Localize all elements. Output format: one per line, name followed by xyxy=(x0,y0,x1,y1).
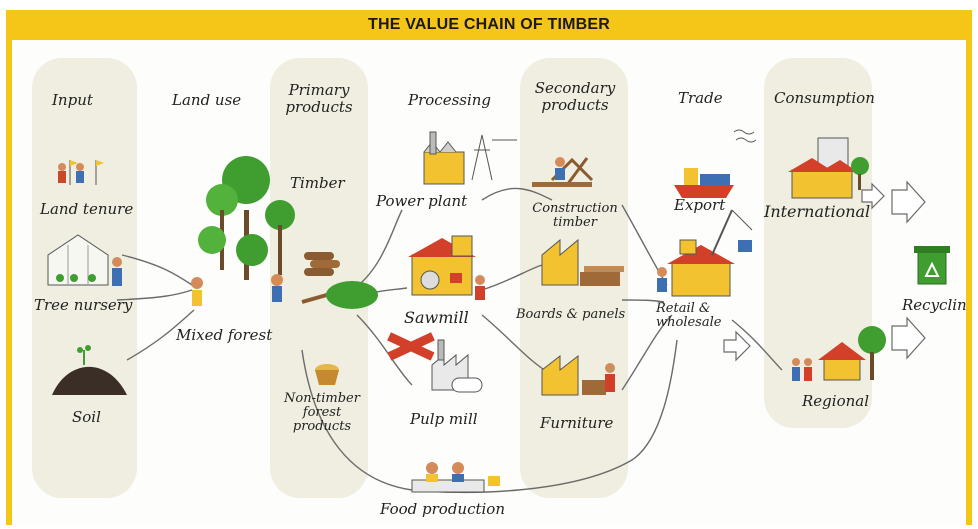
column-header-trade: Trade xyxy=(678,89,723,107)
diagram-canvas: Input Land use Primary products Processi… xyxy=(12,40,966,525)
node-power-plant: Power plant xyxy=(376,192,468,210)
node-boards-panels: Boards & panels xyxy=(516,307,626,322)
diagram-frame: THE VALUE CHAIN OF TIMBER xyxy=(6,10,972,525)
arrow-regional-recycling xyxy=(891,316,926,360)
diagram-artwork xyxy=(32,58,950,498)
furniture-factory-icon xyxy=(541,354,615,396)
node-soil: Soil xyxy=(72,408,101,426)
node-sawmill: Sawmill xyxy=(404,308,469,327)
column-header-consumption: Consumption xyxy=(774,89,875,107)
power-plant-icon xyxy=(423,131,517,185)
arrow-trade-regional xyxy=(731,319,783,371)
arrow-food-loop xyxy=(301,339,678,494)
logs-icon xyxy=(304,252,340,276)
arrow-input-forest xyxy=(121,254,193,286)
node-timber: Timber xyxy=(290,174,345,192)
arrow-soil-forest xyxy=(126,309,195,361)
cross-icon xyxy=(387,332,435,361)
forest-icon xyxy=(191,156,378,309)
node-recycling: Recycling xyxy=(902,296,966,314)
arrow-retail-regional xyxy=(723,330,751,362)
ship-icon xyxy=(674,129,757,198)
arrow-nursery-forest xyxy=(116,289,193,301)
title-bar: THE VALUE CHAIN OF TIMBER xyxy=(6,10,972,40)
node-land-tenure: Land tenure xyxy=(40,200,134,218)
node-retail-wholesale: Retail & wholesale xyxy=(656,301,722,330)
soil-mound-icon xyxy=(52,345,127,395)
big-arrows xyxy=(723,180,926,362)
city-icon xyxy=(788,137,869,199)
arrow-intl-recycling xyxy=(891,180,926,224)
node-mixed-forest: Mixed forest xyxy=(176,326,273,344)
column-header-secondary-products: Secondary products xyxy=(534,79,616,114)
crane-worker-icon xyxy=(532,157,594,187)
recycle-bin-icon xyxy=(914,246,950,285)
arrow-sec-trade2 xyxy=(621,299,665,303)
node-regional: Regional xyxy=(802,392,870,410)
house-icon xyxy=(792,326,886,381)
column-header-processing: Processing xyxy=(408,91,492,109)
node-tree-nursery: Tree nursery xyxy=(34,296,133,314)
primary-band xyxy=(270,58,368,498)
arrow-sec-trade3 xyxy=(621,314,673,391)
people-table-icon xyxy=(411,462,500,493)
greenhouse-icon xyxy=(47,234,122,286)
arrow-intl-out xyxy=(861,182,885,210)
column-header-primary-products: Primary products xyxy=(285,81,353,116)
node-export: Export xyxy=(674,196,726,214)
column-header-input: Input xyxy=(52,91,93,109)
node-construction-timber: Construction timber xyxy=(532,201,618,230)
node-food-production: Food production xyxy=(380,500,506,518)
node-furniture: Furniture xyxy=(540,414,614,432)
column-header-land-use: Land use xyxy=(172,91,242,109)
arrow-saw-boards xyxy=(481,264,543,291)
node-international: International xyxy=(764,202,871,221)
pulp-mill-icon xyxy=(431,339,483,393)
sawmill-icon xyxy=(408,235,485,300)
node-pulp-mill: Pulp mill xyxy=(410,410,478,428)
node-non-timber: Non-timber forest products xyxy=(284,391,360,434)
diagram-title: THE VALUE CHAIN OF TIMBER xyxy=(367,16,611,33)
factory-icon xyxy=(541,238,624,286)
warehouse-crane-icon xyxy=(657,209,753,297)
people-flags-icon xyxy=(58,160,104,185)
arrow-power-construction xyxy=(481,187,553,201)
basket-icon xyxy=(315,364,339,385)
